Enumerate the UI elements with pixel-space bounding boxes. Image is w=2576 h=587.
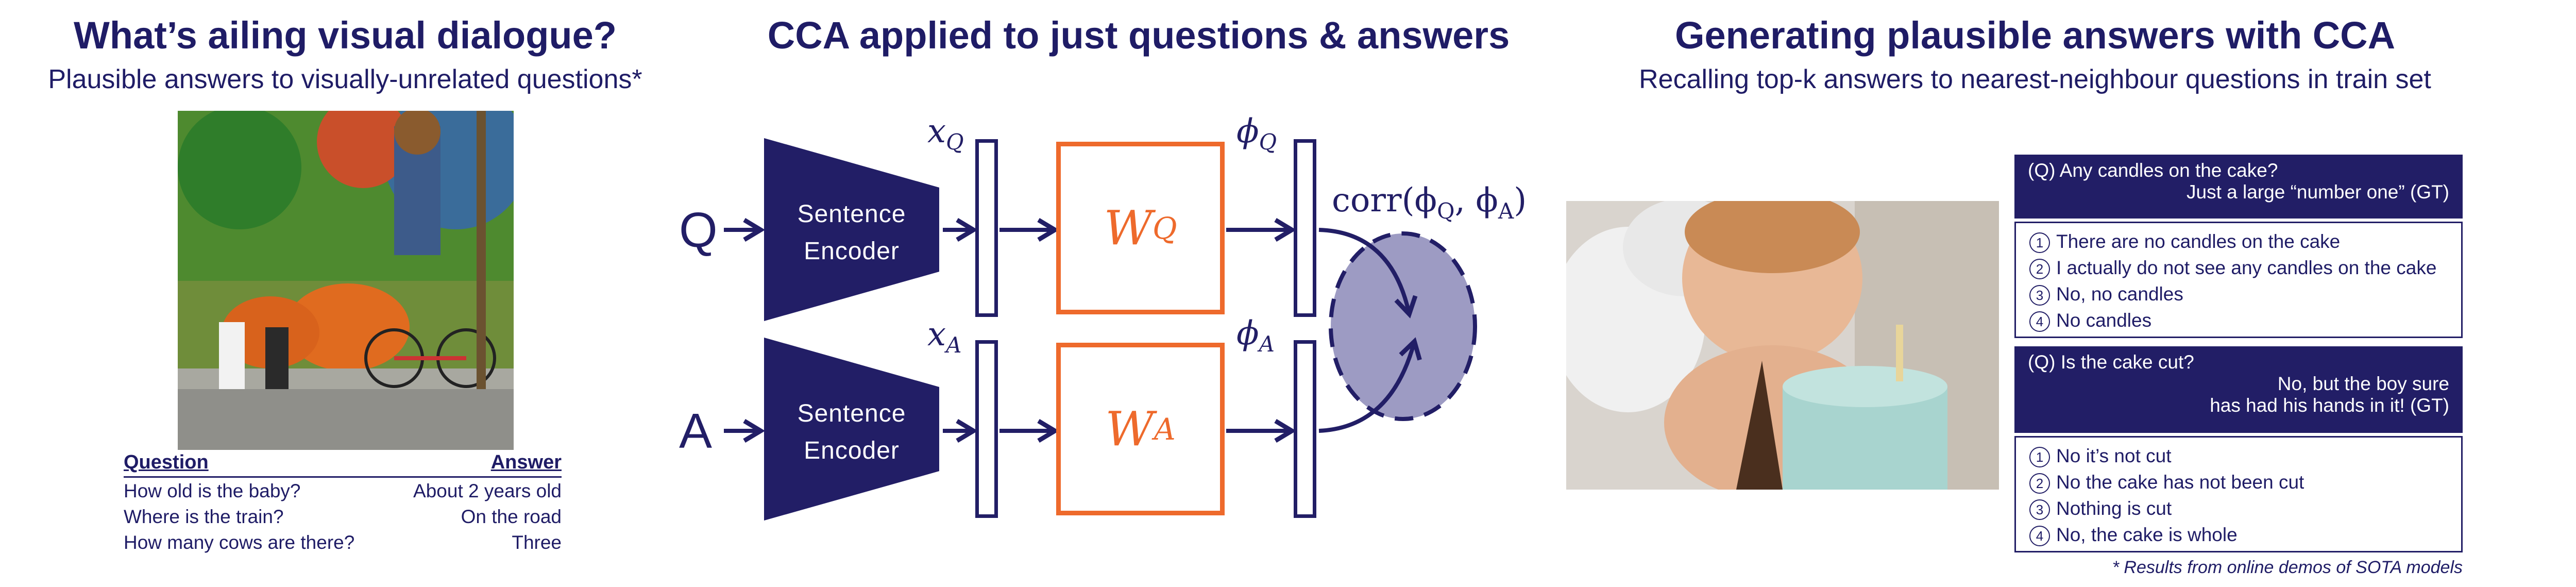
curve-phia-to-ellipse <box>1318 337 1422 433</box>
q2-ground-truth-line1: No, but the boy sure <box>2277 373 2449 394</box>
xq-vector <box>975 139 998 317</box>
table-row-answer: About 2 years old <box>413 480 562 501</box>
encoder-label-line1: Sentence <box>797 400 906 427</box>
table-row-answer: Three <box>512 532 562 553</box>
phiq-vector <box>1294 139 1316 317</box>
table-row-question: How many cows are there? <box>124 532 355 553</box>
phia-vector <box>1294 340 1316 518</box>
right-title: Generating plausible answers with CCA <box>1674 14 2396 57</box>
column-question-header: Question <box>124 451 209 473</box>
encoder-label-line2: Encoder <box>804 238 900 265</box>
phia-label: ϕA <box>1236 314 1275 357</box>
table-row-question: Where is the train? <box>124 506 284 527</box>
q2-question: (Q) Is the cake cut? <box>2028 351 2194 373</box>
table-row-question: How old is the baby? <box>124 480 301 501</box>
q2-question-bar: (Q) Is the cake cut? No, but the boy sur… <box>2014 346 2463 433</box>
correlation-ellipse <box>1329 231 1477 421</box>
question-input-label: Q <box>679 203 718 258</box>
q2-ground-truth-line2: has had his hands in it! (GT) <box>2210 395 2449 416</box>
q1-question-bar: (Q) Any candles on the cake? Just a larg… <box>2014 155 2463 219</box>
q1-ground-truth: Just a large “number one” (GT) <box>2187 181 2449 203</box>
right-subtitle: Recalling top-k answers to nearest-neigh… <box>1639 64 2431 94</box>
table-rule <box>124 476 562 478</box>
xq-label: xQ <box>927 112 964 155</box>
phiq-label: ϕQ <box>1236 112 1277 155</box>
encoder-label-line2: Encoder <box>804 437 900 464</box>
encoder-label-line1: Sentence <box>797 200 906 228</box>
answer-input-label: A <box>679 404 713 459</box>
left-title: What’s ailing visual dialogue? <box>74 14 617 57</box>
baby-cake-photo <box>1566 201 1999 490</box>
table-row-answer: On the road <box>461 506 562 527</box>
xa-label: xA <box>927 315 962 358</box>
q1-question: (Q) Any candles on the cake? <box>2028 160 2278 181</box>
middle-title: CCA applied to just questions & answers <box>767 14 1510 57</box>
street-photo <box>178 111 514 450</box>
curve-phiq-to-ellipse <box>1318 228 1418 318</box>
footnote: * Results from online demos of SOTA mode… <box>2112 558 2463 577</box>
xa-vector <box>975 340 998 518</box>
left-subtitle: Plausible answers to visually-unrelated … <box>48 64 642 94</box>
correlation-label: corr(ϕQ, ϕA) <box>1332 181 1527 224</box>
column-answer-header: Answer <box>490 451 562 473</box>
